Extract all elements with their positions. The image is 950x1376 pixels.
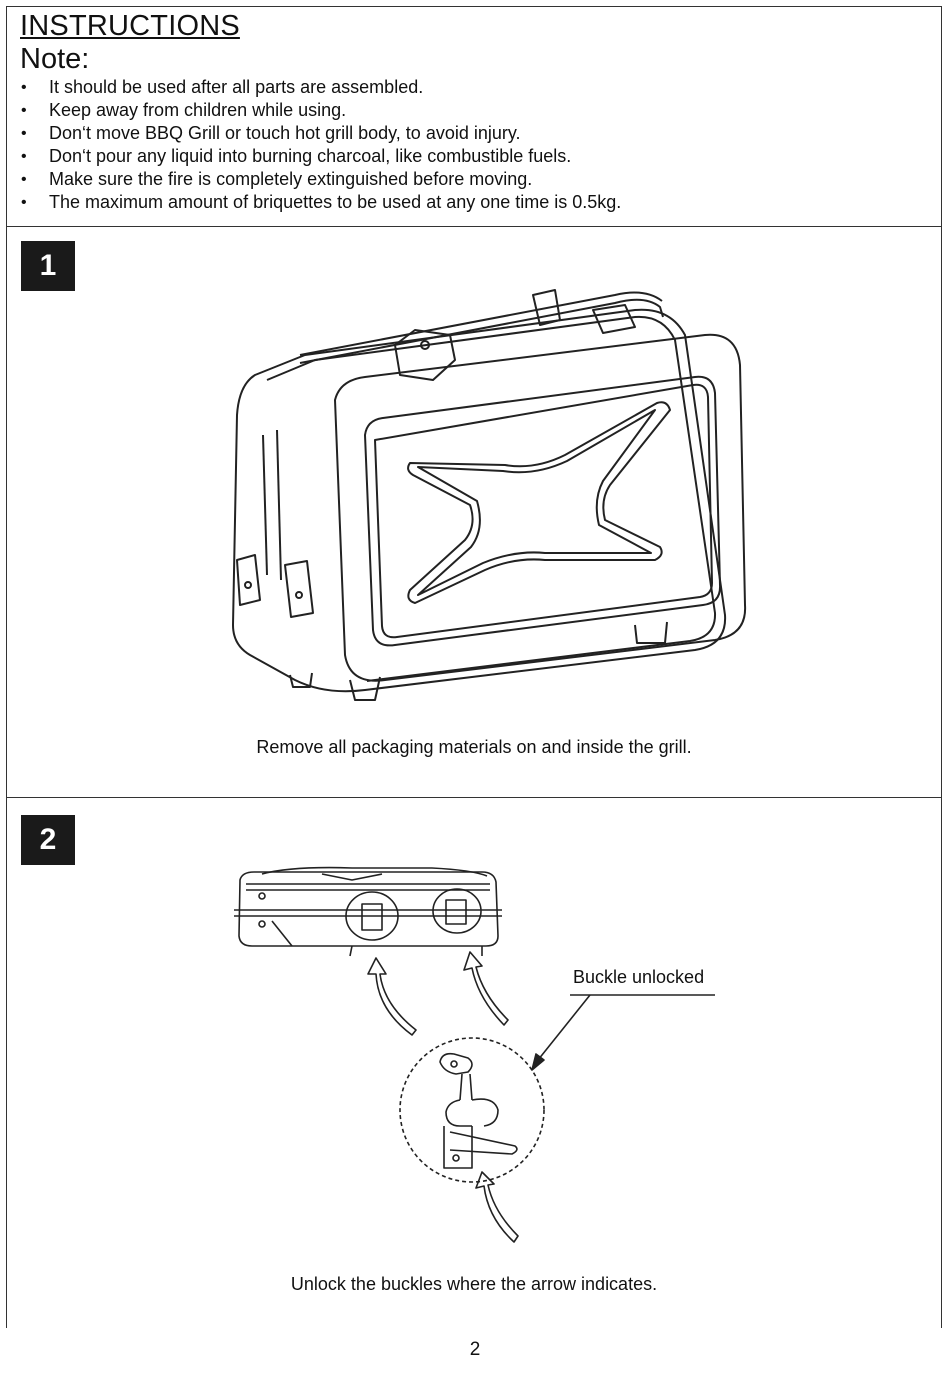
- list-item: It should be used after all parts are as…: [20, 76, 621, 99]
- list-item: Don‘t move BBQ Grill or touch hot grill …: [20, 122, 621, 145]
- page-title: INSTRUCTIONS: [20, 10, 240, 42]
- arrows-and-detail-illustration: [367, 951, 715, 1243]
- step-1-caption: Remove all packaging materials on and in…: [256, 737, 692, 757]
- note-heading: Note:: [20, 43, 90, 75]
- section-divider: [6, 226, 942, 227]
- list-item: Make sure the fire is completely extingu…: [20, 168, 621, 191]
- list-item: Keep away from children while using.: [20, 99, 621, 122]
- step-2-caption: Unlock the buckles where the arrow indic…: [290, 1274, 658, 1294]
- grill-front-view-illustration: [234, 866, 502, 957]
- step-1-badge: 1: [21, 241, 75, 291]
- notes-list: It should be used after all parts are as…: [20, 76, 621, 214]
- page-number: 2: [469, 1339, 481, 1360]
- page-frame: [6, 6, 942, 1328]
- section-divider: [6, 797, 942, 798]
- step-2-badge: 2: [21, 815, 75, 865]
- grill-closed-illustration: [232, 289, 747, 701]
- buckle-unlocked-callout: Buckle unlocked: [573, 967, 705, 987]
- list-item: Don‘t pour any liquid into burning charc…: [20, 145, 621, 168]
- list-item: The maximum amount of briquettes to be u…: [20, 191, 621, 214]
